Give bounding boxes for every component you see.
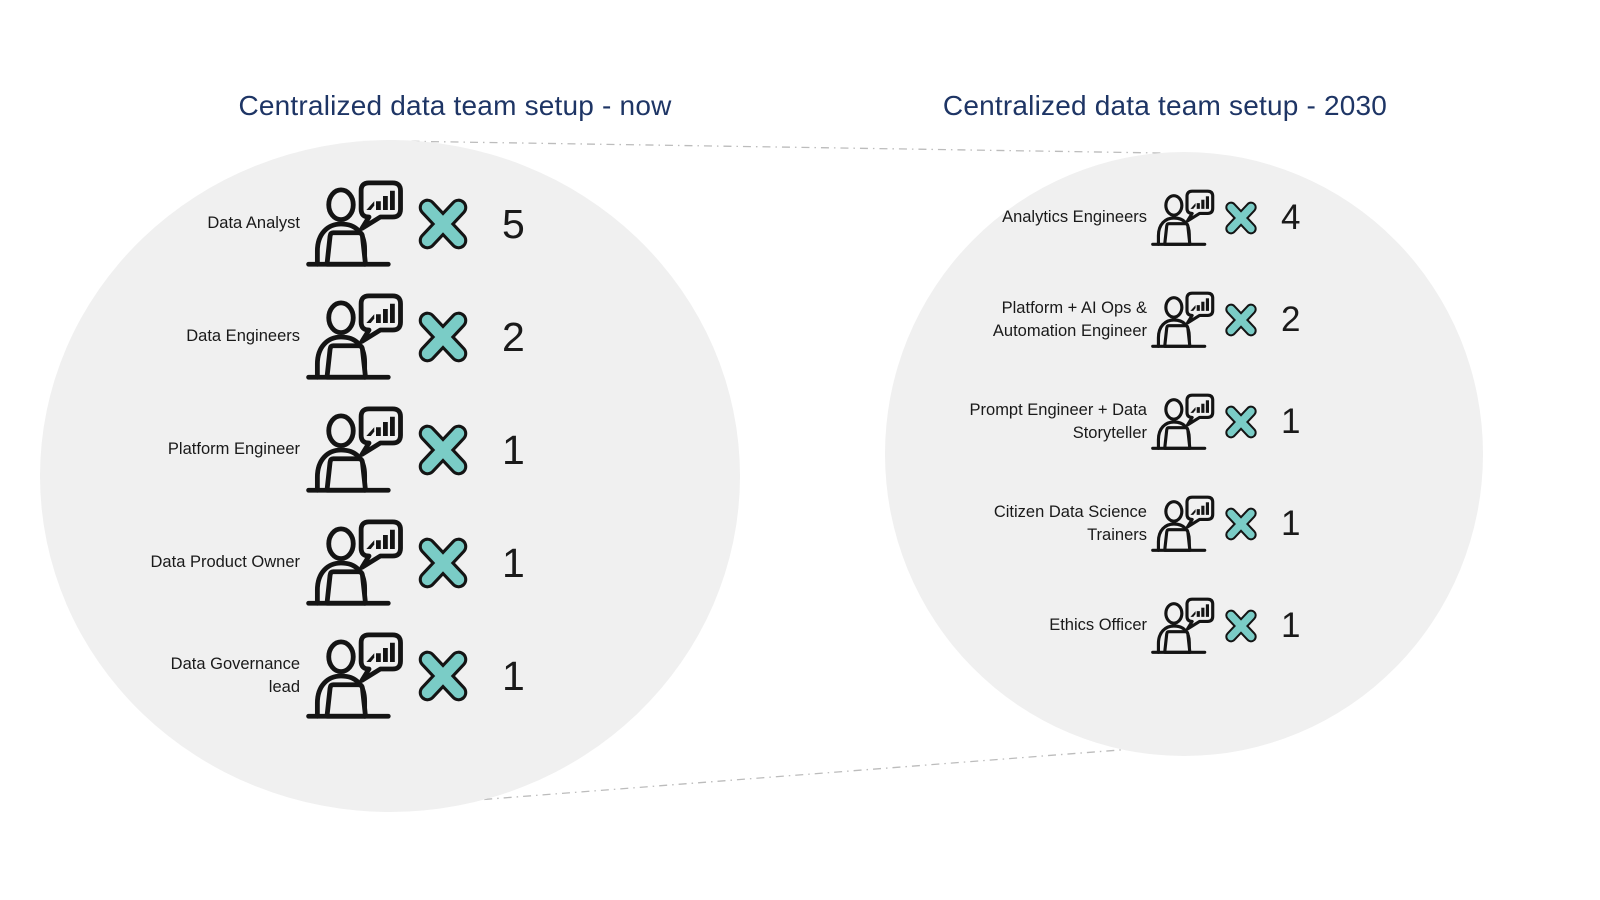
person-at-laptop-chart-icon xyxy=(1147,391,1215,453)
connector-line-top xyxy=(391,140,1163,154)
role-count: 1 xyxy=(502,652,525,699)
role-label: Platform Engineer xyxy=(167,440,300,459)
person-at-laptop-chart-icon xyxy=(300,291,404,383)
person-at-laptop-chart-icon xyxy=(300,517,404,609)
now-panel-title: Centralized data team setup - now xyxy=(238,90,672,121)
role-count: 2 xyxy=(1281,300,1301,339)
role-label: Data Analyst xyxy=(207,214,300,233)
role-row: Data Analyst xyxy=(105,178,525,270)
role-row: Platform Engineer xyxy=(105,404,525,496)
multiply-x-icon xyxy=(412,532,474,594)
future-team-circle xyxy=(885,152,1483,756)
person-at-laptop-chart-icon xyxy=(1147,187,1215,249)
multiply-x-icon xyxy=(1221,606,1261,646)
role-count: 1 xyxy=(1281,606,1301,645)
role-label: Data Product Owner xyxy=(150,553,300,572)
role-row: Data Engineers xyxy=(105,291,525,383)
role-count: 1 xyxy=(502,426,525,473)
now-roles-list: Data Analyst xyxy=(105,178,525,722)
role-label: Data Governance lead xyxy=(170,654,300,696)
role-label: Data Engineers xyxy=(186,327,300,346)
role-row: Analytics Engineers xyxy=(925,188,1300,248)
role-count: 1 xyxy=(1281,504,1301,543)
role-count: 1 xyxy=(1281,402,1301,441)
role-label: Platform + AI Ops & Automation Engineer xyxy=(992,298,1147,340)
multiply-x-icon xyxy=(1221,402,1261,442)
person-at-laptop-chart-icon xyxy=(300,630,404,722)
role-label: Analytics Engineers xyxy=(1002,208,1147,227)
person-at-laptop-chart-icon xyxy=(300,178,404,270)
future-panel-title: Centralized data team setup - 2030 xyxy=(942,90,1388,121)
person-at-laptop-chart-icon xyxy=(1147,493,1215,555)
person-at-laptop-chart-icon xyxy=(300,404,404,496)
role-count: 4 xyxy=(1281,198,1301,237)
role-row: Citizen Data Science Trainers xyxy=(925,494,1300,554)
person-at-laptop-chart-icon xyxy=(1147,289,1215,351)
role-label: Prompt Engineer + Data Storyteller xyxy=(969,400,1147,442)
person-at-laptop-chart-icon xyxy=(1147,595,1215,657)
multiply-x-icon xyxy=(412,306,474,368)
role-row: Platform + AI Ops & Automation Engineer xyxy=(925,290,1300,350)
now-team-circle xyxy=(40,140,740,812)
multiply-x-icon xyxy=(1221,198,1261,238)
multiply-x-icon xyxy=(412,645,474,707)
role-row: Data Governance lead xyxy=(105,630,525,722)
role-row: Data Product Owner xyxy=(105,517,525,609)
future-roles-list: Analytics Engineers xyxy=(925,188,1300,656)
role-row: Ethics Officer xyxy=(925,596,1300,656)
role-count: 1 xyxy=(502,539,525,586)
multiply-x-icon xyxy=(1221,504,1261,544)
multiply-x-icon xyxy=(412,419,474,481)
role-row: Prompt Engineer + Data Storyteller xyxy=(925,392,1300,452)
role-label: Ethics Officer xyxy=(1049,616,1147,635)
role-count: 5 xyxy=(502,200,525,247)
multiply-x-icon xyxy=(412,193,474,255)
multiply-x-icon xyxy=(1221,300,1261,340)
role-label: Citizen Data Science Trainers xyxy=(993,502,1147,544)
role-count: 2 xyxy=(502,313,525,360)
